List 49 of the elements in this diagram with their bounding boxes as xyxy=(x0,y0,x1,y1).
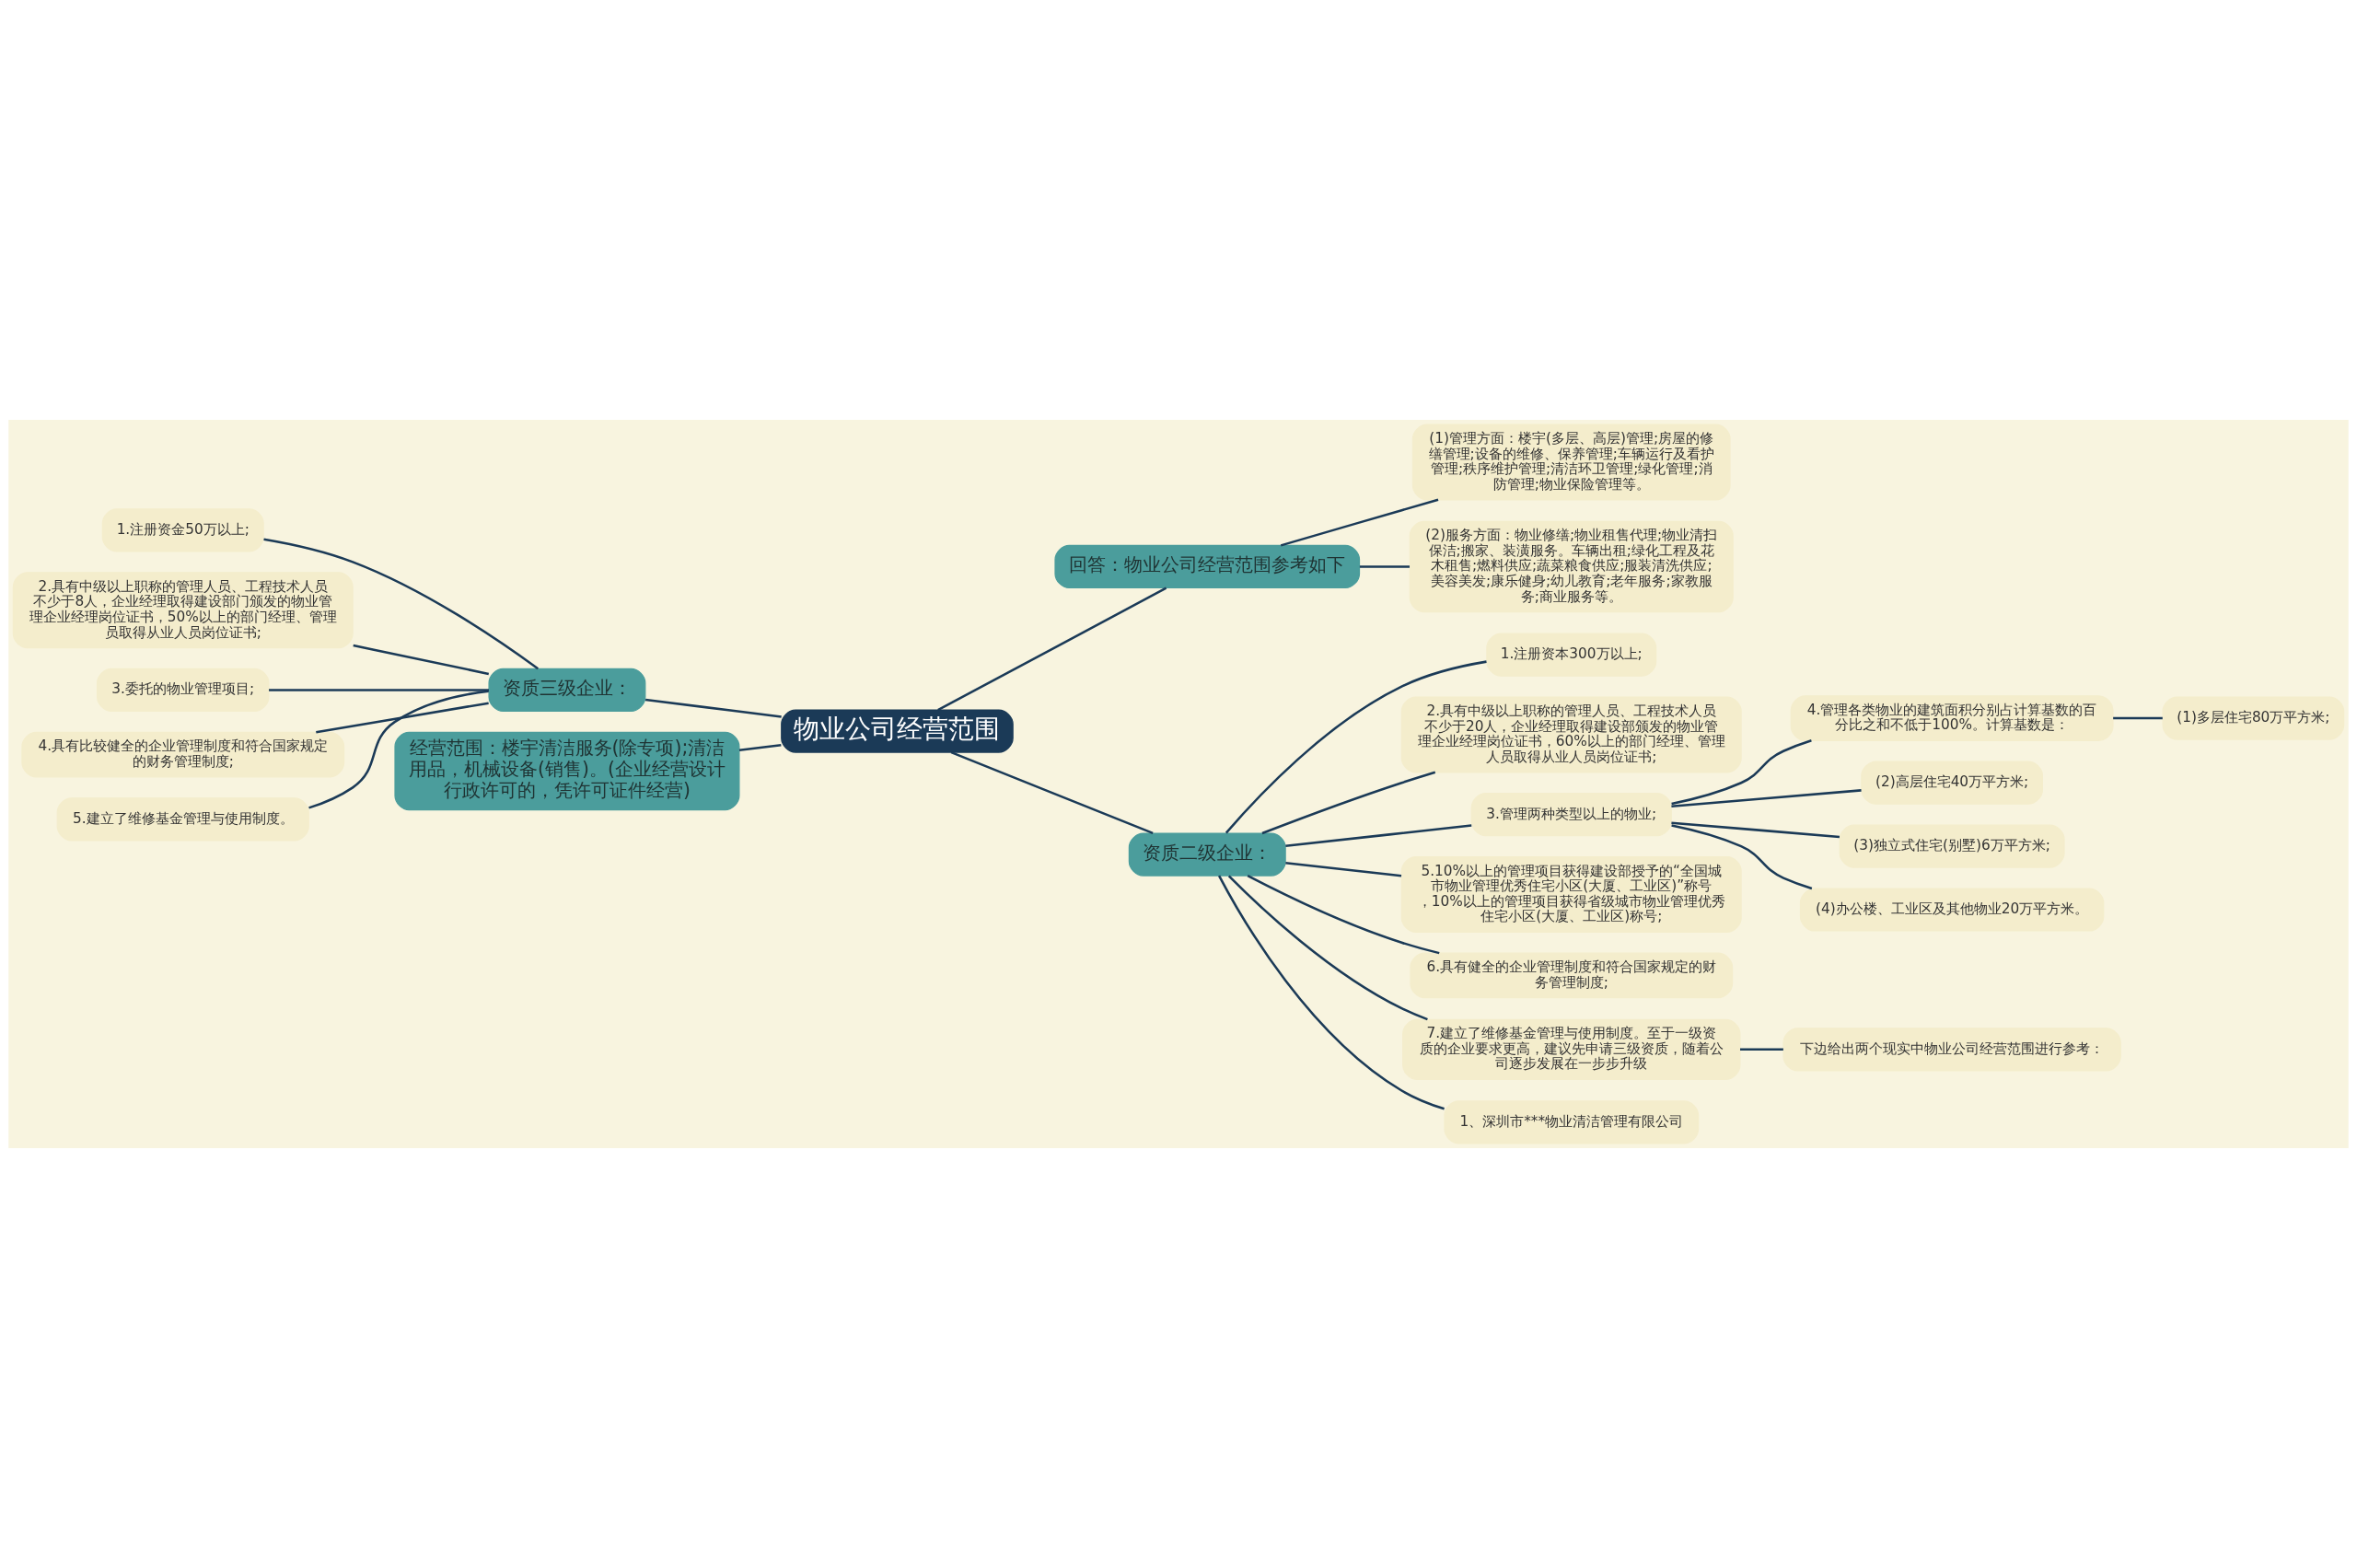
connector xyxy=(1671,739,1812,806)
connector xyxy=(263,538,540,670)
connector xyxy=(1225,660,1487,834)
connector xyxy=(950,750,1154,835)
connector xyxy=(1671,821,1840,839)
node-box: 7.建立了维修基金管理与使用制度。至于一级资质的企业要求更高，建议先申请三级资质，随着公司逐步发展在一步步升级 xyxy=(1402,1018,1741,1080)
node-box: 物业公司经营范围 xyxy=(781,709,1014,753)
connector xyxy=(316,702,489,734)
connector xyxy=(1227,875,1428,1021)
node-box: 经营范围：楼宇清洁服务(除专项);清洁用品，机械设备(销售)。(企业经营设计行政许可的，凭许可证件经营) xyxy=(394,731,740,811)
node-box: 6.具有健全的企业管理制度和符合国家规定的财务管理制度; xyxy=(1410,952,1734,999)
node-box: 1.注册资金50万以上; xyxy=(101,508,264,552)
node-box: 2.具有中级以上职称的管理人员、工程技术人员不少于8人，企业经理取得建设部门颁发的物业管理企业经理岗位证书，50%以上的部门经理、管理员取得从业人员岗位证书; xyxy=(12,572,354,649)
node-box: 2.具有中级以上职称的管理人员、工程技术人员不少于20人，企业经理取得建设部颁发的物业管理企业经理岗位证书，60%以上的部门经理、管理人员取得从业人员岗位证书; xyxy=(1400,696,1742,773)
connector xyxy=(308,690,489,809)
connector xyxy=(353,644,490,676)
node-box: 3.管理两种类型以上的物业; xyxy=(1470,793,1672,837)
node-box: (2)服务方面：物业修缮;物业租售代理;物业清扫保洁;搬家、装潢服务。车辆出租;绿化工程及花木租售;燃料供应;蔬菜粮食供应;服装清洗供应;美容美发;康乐健身;幼儿教育;老年服务;家教服务;商业服务等。 xyxy=(1409,520,1734,613)
connector xyxy=(1671,824,1813,890)
connector xyxy=(1671,789,1862,807)
connector xyxy=(1217,875,1445,1110)
node-box: 回答：物业公司经营范围参考如下 xyxy=(1054,544,1361,589)
connector xyxy=(1740,1048,1783,1051)
node-box: 4.具有比较健全的企业管理制度和符合国家规定的财务管理制度; xyxy=(21,731,345,778)
node-box: 1、深圳市***物业清洁管理有限公司 xyxy=(1444,1100,1700,1144)
node-box: 5.建立了维修基金管理与使用制度。 xyxy=(56,797,309,842)
node-box: 4.管理各类物业的建筑面积分别占计算基数的百分比之和不低于100%。计算基数是： xyxy=(1790,695,2114,741)
connector xyxy=(1247,874,1440,955)
node-box: 5.10%以上的管理项目获得建设部授予的“全国城市物业管理优秀住宅小区(大厦、工业区)”称号，10%以上的管理项目获得省级城市物业管理优秀住宅小区(大厦、工业区)称号; xyxy=(1400,855,1742,933)
connector xyxy=(2113,716,2163,720)
connector xyxy=(644,698,782,718)
node-box: 下边给出两个现实中物业公司经营范围进行参考： xyxy=(1782,1028,2121,1072)
connector xyxy=(1359,565,1410,568)
node-box: (3)独立式住宅(别墅)6万平方米; xyxy=(1839,824,2065,868)
node-box: 3.委托的物业管理项目; xyxy=(97,668,270,713)
connector xyxy=(1280,498,1439,547)
node-box: (4)办公楼、工业区及其他物业20万平方米。 xyxy=(1799,888,2105,932)
node-box: 1.注册资本300万以上; xyxy=(1486,633,1657,677)
connector xyxy=(1285,824,1472,848)
connector xyxy=(1285,862,1402,877)
connector xyxy=(269,689,489,691)
node-box: (1)多层住宅80万平方米; xyxy=(2162,696,2345,740)
node-box: 资质二级企业： xyxy=(1128,832,1286,877)
node-box: (2)高层住宅40万平方米; xyxy=(1861,761,2043,805)
node-box: 资质三级企业： xyxy=(488,668,646,713)
connector xyxy=(738,744,782,752)
connector xyxy=(937,587,1167,712)
connector xyxy=(1261,771,1436,835)
node-box: (1)管理方面：楼宇(多层、高层)管理;房屋的修缮管理;设备的维修、保养管理;车辆运行及看护管理;秩序维护管理;清洁环卫管理;绿化管理;消防管理;物业保险管理等。 xyxy=(1411,424,1731,501)
